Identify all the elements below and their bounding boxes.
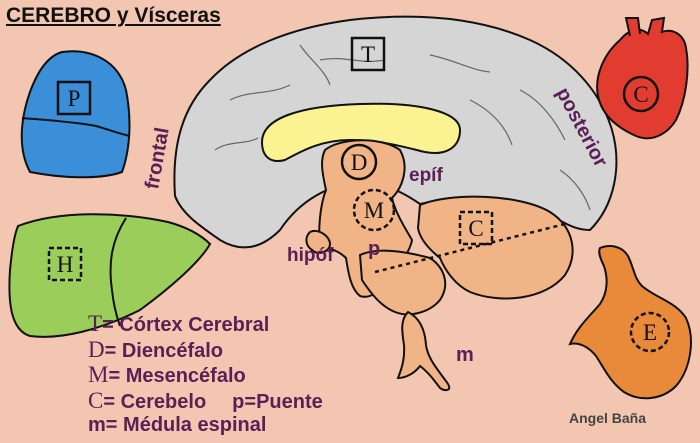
legend-letter: m [88, 414, 106, 436]
label-epifisis: epíf [409, 165, 443, 186]
marker-C-box [458, 210, 494, 246]
legend-text: = Médula espinal [105, 414, 267, 436]
legend-letter: T [88, 311, 103, 336]
legend-extra-pons: p=Puente [232, 390, 323, 413]
marker-M-circle [352, 188, 396, 232]
marker-D-circle [340, 143, 378, 181]
legend-row-mesencephalon: M= Mesencéfalo [88, 363, 323, 389]
marker-E: E [643, 320, 657, 345]
marker-H-box [47, 246, 83, 282]
legend-letter: D [88, 336, 105, 362]
marker-T-box [350, 36, 386, 72]
legend-row-cortex: T= Córtex Cerebral [88, 312, 323, 338]
marker-P: P [68, 86, 81, 111]
liver-lobe-line [109, 217, 127, 327]
marker-M: M [364, 198, 384, 223]
lung-lobe-line [21, 117, 131, 137]
marker-H: H [57, 252, 74, 277]
legend-text: = Cerebelo [103, 390, 207, 413]
spinal-cord [396, 310, 451, 392]
marker-E-circle [629, 311, 671, 353]
cerebellum [416, 195, 574, 300]
label-pons-p: p [368, 238, 381, 260]
legend-row-spinal-cord: m= Médula espinal [88, 414, 323, 438]
legend-text: = Mesencéfalo [108, 365, 246, 387]
marker-C: C [468, 216, 483, 241]
legend-row-diencephalon: D= Diencéfalo [88, 336, 323, 364]
pons-divider [374, 222, 566, 274]
legend-row-cerebellum: C= Cerebelo p=Puente [88, 387, 323, 415]
label-hipofisis: hipóf [287, 245, 334, 266]
author-credit: Angel Baña [569, 410, 647, 426]
marker-heart-circle [622, 75, 660, 113]
legend-letter: C [88, 387, 104, 413]
marker-D: D [351, 150, 368, 175]
cortex-sulci [214, 44, 591, 211]
marker-P-box [56, 80, 92, 116]
marker-heart: C [633, 82, 648, 107]
stomach [568, 245, 692, 400]
corpus-callosum [260, 102, 462, 162]
legend-text: = Córtex Cerebral [102, 314, 270, 336]
label-frontal: frontal [141, 126, 173, 191]
heart-vessel [624, 17, 641, 37]
label-spinal-m: m [456, 344, 474, 366]
pituitary [305, 230, 332, 254]
page-title: CEREBRO y Vísceras [6, 4, 221, 27]
marker-T: T [361, 42, 375, 67]
legend: T= Córtex Cerebral D= Diencéfalo M= Mese… [88, 312, 323, 438]
legend-text: = Diencéfalo [104, 339, 224, 362]
pons [358, 249, 447, 316]
legend-letter: M [88, 362, 109, 387]
